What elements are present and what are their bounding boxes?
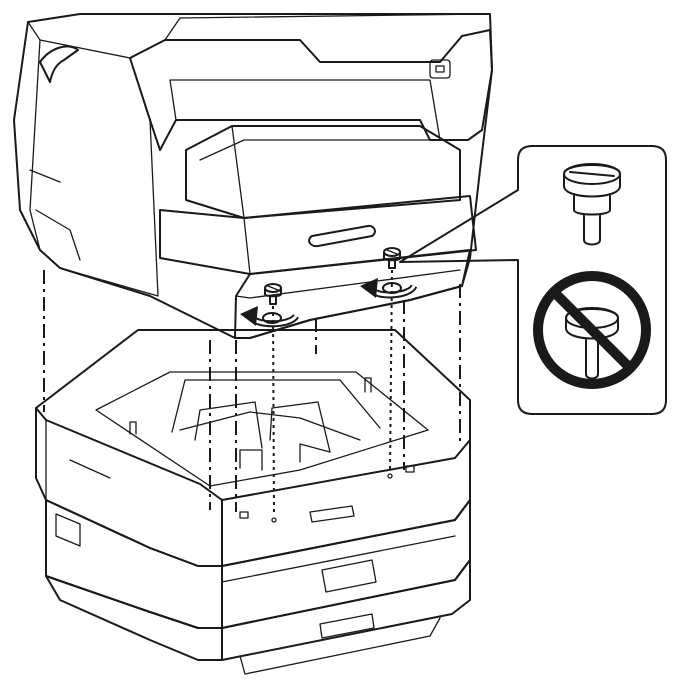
printer-unit bbox=[13, 13, 493, 339]
cassette-base bbox=[45, 559, 471, 675]
fixing-screws bbox=[240, 247, 418, 328]
prohibition-icon bbox=[533, 271, 651, 389]
alignment-guides bbox=[43, 269, 461, 515]
rotate-arrow-left-icon bbox=[240, 306, 299, 328]
screw-left bbox=[264, 283, 282, 305]
middle-cassette-unit bbox=[45, 499, 471, 629]
screw-right bbox=[383, 247, 401, 269]
correct-screw-icon bbox=[563, 163, 621, 246]
paper-cassette-units bbox=[35, 329, 471, 675]
rotate-arrow-right-icon bbox=[360, 278, 418, 299]
screw-callout bbox=[399, 145, 667, 415]
